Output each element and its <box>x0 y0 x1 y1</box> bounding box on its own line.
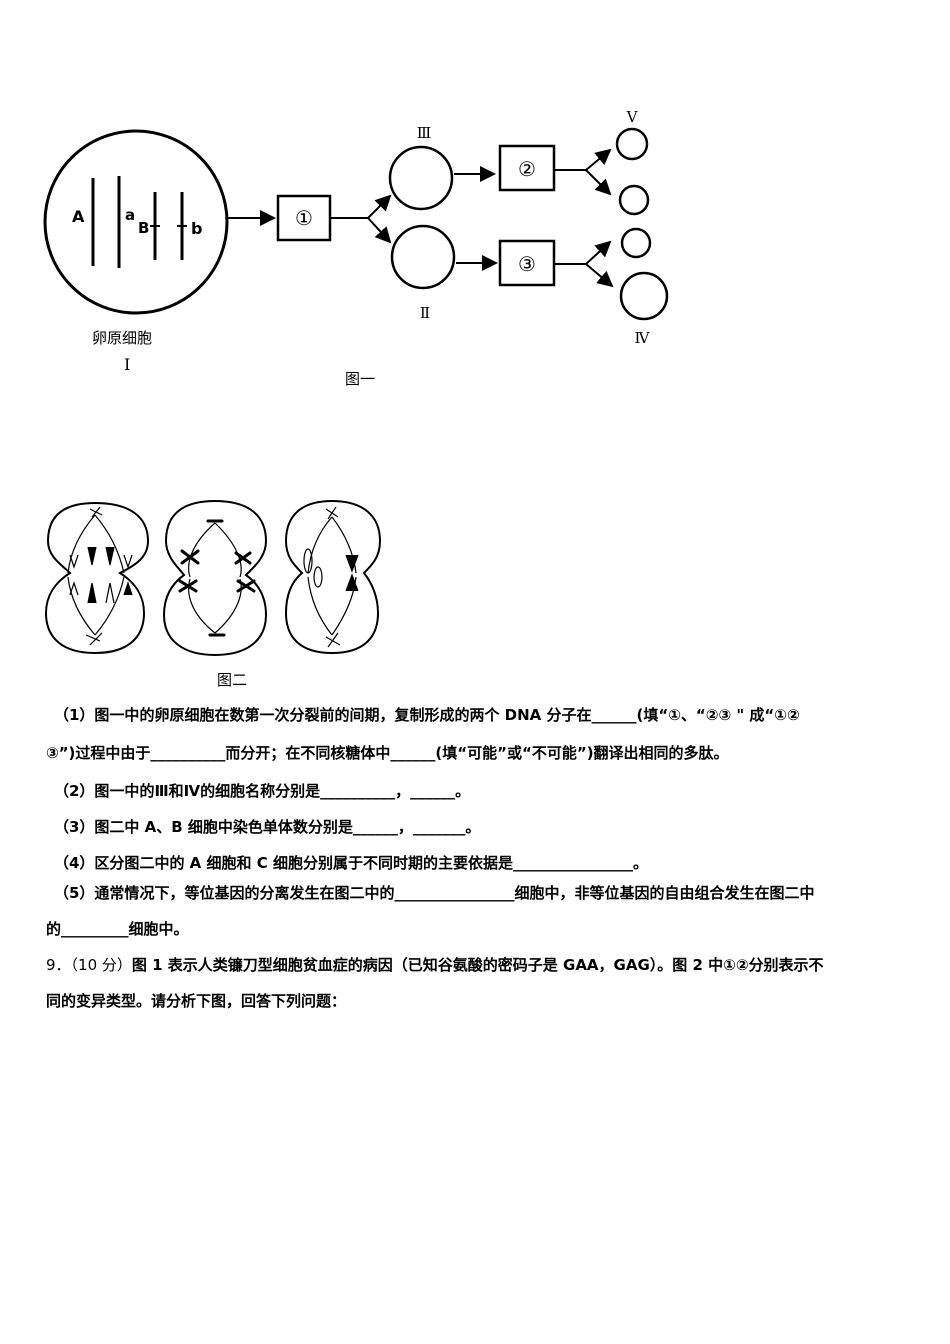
gene-B-label: B <box>138 219 149 237</box>
question-5-line-2: 的_________细胞中。 <box>46 920 189 938</box>
gene-a-label: a <box>125 206 135 224</box>
question-1-line-2: ③”)过程中由于__________而分开；在不同核糖体中______(填“可能… <box>46 744 729 762</box>
dividing-cell-A <box>44 501 150 655</box>
figure-1-diagram: A a B b 卵原细胞 Ⅰ ① Ⅲ Ⅱ ② ③ Ⅴ Ⅳ 图一 <box>43 108 669 388</box>
question-3: （3）图二中 A、B 细胞中染色单体数分别是______，_______。 <box>54 818 481 836</box>
figure-1-caption: 图一 <box>345 370 375 388</box>
cell-III <box>388 145 454 211</box>
question-5-line-1: （5）通常情况下，等位基因的分离发生在图二中的________________细… <box>54 884 815 902</box>
process-box-2 <box>498 144 556 192</box>
dividing-cell-B <box>162 499 268 657</box>
cell-V <box>615 127 649 161</box>
question-9-points: （10 分） <box>70 956 132 974</box>
question-9-line-1: 9．（10 分）图 1 表示人类镰刀型细胞贫血症的病因（已知谷氨酸的密码子是 G… <box>46 956 824 974</box>
question-9-text: 图 1 表示人类镰刀型细胞贫血症的病因（已知谷氨酸的密码子是 GAA，GAG）。… <box>131 956 824 974</box>
cell-II-label: Ⅱ <box>420 304 430 322</box>
cell-IV <box>619 271 669 321</box>
process-box-2-label: ② <box>518 157 536 181</box>
chromosome-group <box>303 506 359 648</box>
arrow <box>585 240 612 265</box>
chromosome-group <box>178 519 256 637</box>
cell-II <box>390 224 456 290</box>
gene-b-label: b <box>191 219 202 238</box>
question-9-line-2: 同的变异类型。请分析下图，回答下列问题： <box>46 992 347 1010</box>
process-box-3-label: ③ <box>518 252 536 276</box>
figure-2-caption: 图二 <box>217 671 247 689</box>
oogonium-numeral: Ⅰ <box>124 355 130 374</box>
chromosome-group <box>69 506 133 646</box>
cell-IV-label: Ⅳ <box>635 329 651 347</box>
cell-III-label: Ⅲ <box>417 124 431 142</box>
dividing-cell-C <box>284 499 382 655</box>
gene-A-label: A <box>72 207 85 226</box>
question-2: （2）图一中的Ⅲ和Ⅳ的细胞名称分别是__________，______。 <box>54 782 471 800</box>
arrow <box>367 194 392 219</box>
arrow <box>367 217 392 244</box>
figure-2-diagram: 图二 <box>44 499 382 689</box>
arrow <box>585 263 614 288</box>
question-1-line-1: （1）图一中的卵原细胞在数第一次分裂前的间期，复制形成的两个 DNA 分子在__… <box>54 706 800 724</box>
question-9-number: 9． <box>46 956 71 974</box>
arrow <box>585 148 612 171</box>
polar-body <box>620 227 652 259</box>
cell-V-label: Ⅴ <box>626 108 639 126</box>
polar-body <box>618 184 650 216</box>
process-box-1-label: ① <box>295 206 313 230</box>
oogonium-label: 卵原细胞 <box>92 329 152 347</box>
arrow <box>585 169 612 196</box>
question-4: （4）区分图二中的 A 细胞和 C 细胞分别属于不同时期的主要依据是______… <box>54 854 648 872</box>
oogonium-cell <box>43 129 229 315</box>
